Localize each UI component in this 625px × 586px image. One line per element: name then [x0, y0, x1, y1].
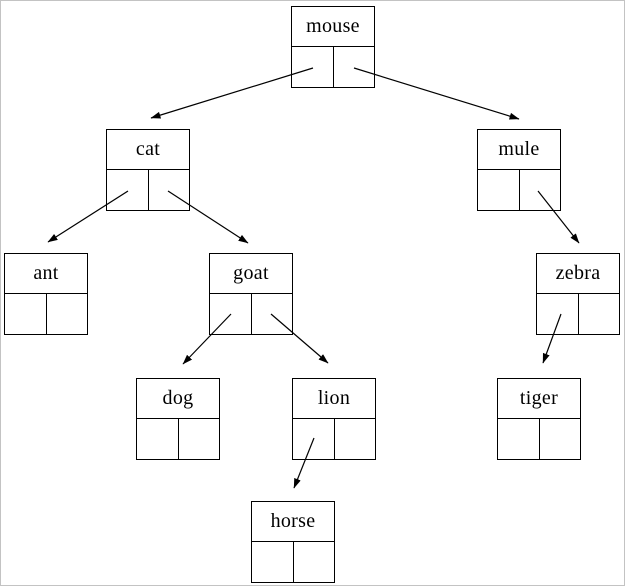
edge-mouse-right-mule [353, 67, 520, 120]
edge-mouse-left-cat [150, 67, 314, 119]
right-pointer-cell [335, 419, 376, 460]
node-label: horse [252, 502, 334, 542]
right-pointer-cell [520, 170, 561, 211]
left-pointer-cell [293, 419, 335, 460]
tree-node-lion: lion [292, 378, 376, 460]
tree-node-dog: dog [136, 378, 220, 460]
left-pointer-cell [292, 47, 334, 88]
right-pointer-cell [149, 170, 190, 211]
node-label: lion [293, 379, 375, 419]
right-pointer-cell [540, 419, 581, 460]
tree-node-zebra: zebra [536, 253, 620, 335]
right-pointer-cell [579, 294, 620, 335]
left-pointer-cell [252, 542, 294, 583]
right-pointer-cell [252, 294, 293, 335]
node-label: goat [210, 254, 292, 294]
node-label: mule [478, 130, 560, 170]
right-pointer-cell [179, 419, 220, 460]
node-label: mouse [292, 7, 374, 47]
left-pointer-cell [478, 170, 520, 211]
left-pointer-cell [137, 419, 179, 460]
right-pointer-cell [294, 542, 335, 583]
left-pointer-cell [210, 294, 252, 335]
tree-node-ant: ant [4, 253, 88, 335]
node-label: dog [137, 379, 219, 419]
node-label: cat [107, 130, 189, 170]
left-pointer-cell [107, 170, 149, 211]
tree-node-cat: cat [106, 129, 190, 211]
left-pointer-cell [537, 294, 579, 335]
left-pointer-cell [498, 419, 540, 460]
right-pointer-cell [334, 47, 375, 88]
node-label: zebra [537, 254, 619, 294]
tree-node-goat: goat [209, 253, 293, 335]
tree-node-mouse: mouse [291, 6, 375, 88]
node-label: tiger [498, 379, 580, 419]
left-pointer-cell [5, 294, 47, 335]
tree-node-mule: mule [477, 129, 561, 211]
tree-node-horse: horse [251, 501, 335, 583]
right-pointer-cell [47, 294, 88, 335]
tree-node-tiger: tiger [497, 378, 581, 460]
node-label: ant [5, 254, 87, 294]
